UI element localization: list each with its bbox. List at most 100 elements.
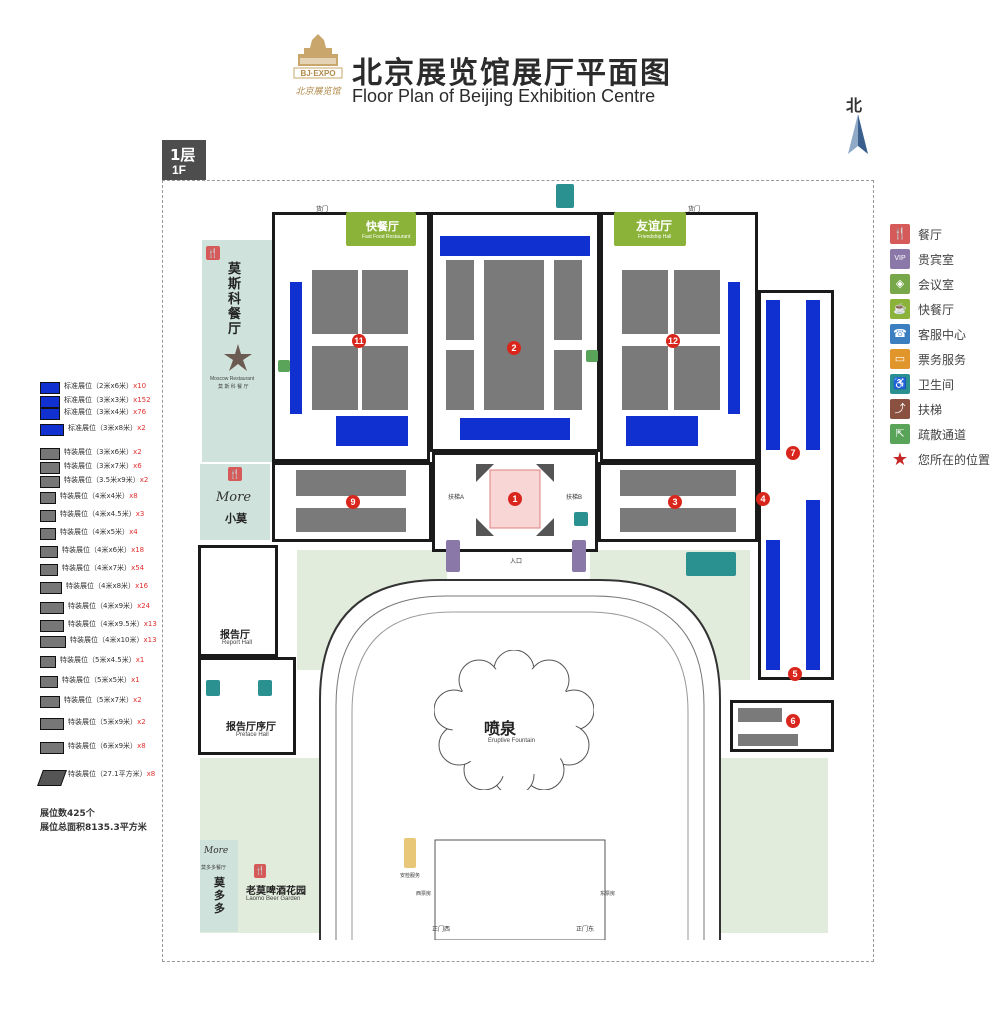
fast-food-label: 快餐厅 [366,220,399,233]
booth-block[interactable] [446,260,474,340]
vip-icon: VIP [890,249,910,269]
hall-3-number: 3 [668,495,682,509]
booth-type: 特装展位（6米x9米） [68,742,138,750]
booth-type: 特装展位（4米x5米） [60,528,130,536]
booth-block[interactable] [290,282,302,414]
booth-block[interactable] [766,540,780,670]
moduoduo-restaurant[interactable] [200,840,238,932]
preface-hall[interactable] [198,657,296,755]
booth-swatch [40,676,58,688]
booth-count: x16 [135,582,149,590]
booth-block[interactable] [440,236,590,256]
booth-legend-label: 特装展位（4米x10米）x13 [70,635,157,645]
booth-count: x76 [133,408,147,416]
booth-block[interactable] [622,270,668,334]
booth-block[interactable] [484,260,544,410]
booth-legend-label: 特装展位（3米x7米）x6 [64,461,142,471]
booth-block[interactable] [620,470,736,496]
booth-block[interactable] [362,346,408,410]
booth-count: x3 [135,510,145,518]
north-label: 北 [846,96,863,115]
booth-type: 特装展位（4米x8米） [66,582,136,590]
report-hall[interactable] [198,545,278,657]
booth-legend-label: 特装展位（3米x6米）x2 [64,447,142,457]
booth-count: x13 [143,620,157,628]
booth-legend-label: 特装展位（5米x4.5米）x1 [60,655,144,665]
booth-block[interactable] [626,416,698,446]
hall-1-number: 1 [508,492,522,506]
xiaomo-restaurant-icon: 🍴 [228,467,242,481]
booth-count: x1 [135,656,145,664]
side-gate-east: 货门 [688,207,701,213]
main-gate-west: 正门西 [432,927,451,933]
booth-block[interactable] [674,346,720,410]
beer-garden-label-en: Laomo Beer Garden [246,896,301,902]
bj-expo-logo: BJ·EXPO 北京展览馆 [293,34,343,97]
booth-block[interactable] [296,508,406,532]
report-hall-label-en: Report Hall [222,640,253,646]
moduoduo-sub: 莫多多餐厅 [201,865,227,871]
you-are-here-icon: ★ [891,449,909,469]
booth-swatch [40,396,60,408]
emergency-exit-icon: ⇱ [890,424,910,444]
beer-garden-icon: 🍴 [254,864,266,878]
vip-room-west[interactable] [446,540,460,572]
booth-block[interactable] [766,300,780,450]
booth-count: x1 [131,676,140,684]
vip-room-east[interactable] [572,540,586,572]
floor-label-cn: 1层 [170,146,196,164]
svg-text:BJ·EXPO: BJ·EXPO [300,69,335,78]
fast-food-sign [346,212,416,246]
booth-block[interactable] [362,270,408,334]
booth-type: 特装展位（4米x9米） [68,602,138,610]
booth-block[interactable] [806,500,820,670]
west-ticket-label: 西票房 [416,891,432,897]
booth-type: 特装展位（5米x4.5米） [60,656,136,664]
booth-count: x8 [146,770,156,778]
moduoduo-label: 莫多多 [214,876,225,915]
booth-block[interactable] [460,418,570,440]
booth-block[interactable] [728,282,740,414]
booth-block[interactable] [312,270,358,334]
booth-block[interactable] [296,470,406,496]
beer-garden-label: 老莫啤酒花园 [246,886,306,897]
plan-frame [162,180,874,962]
booth-swatch [40,476,60,488]
preface-hall-label-en: Preface Hall [236,732,269,738]
booth-count: x18 [131,546,145,554]
hall-12-number: 12 [666,334,680,348]
booth-block[interactable] [806,300,820,450]
booth-block[interactable] [738,734,798,746]
booth-type: 特装展位（27.1平方米） [68,770,147,778]
booth-count: x2 [137,718,146,726]
moscow-restaurant-cn-small: 莫 斯 科 餐 厅 [218,384,249,390]
booth-block[interactable] [446,350,474,410]
booth-block[interactable] [620,508,736,532]
booth-block[interactable] [336,416,408,446]
moscow-restaurant-en: Moscow Restaurant [210,376,255,382]
booth-type: 特装展位（4米x4.5米） [60,510,136,518]
booth-block[interactable] [554,350,582,410]
booth-type: 特装展位（4米x7米） [62,564,132,572]
svg-text:北京展览馆: 北京展览馆 [295,86,342,97]
booth-swatch [40,636,66,648]
restroom-icon: ♿ [890,374,910,394]
booth-area-summary: 展位总面积8135.3平方米 [40,823,147,833]
booth-block[interactable] [554,260,582,340]
booth-block[interactable] [622,346,668,410]
booth-legend-label: 标准展位（2米x6米）x10 [64,381,146,391]
booth-legend-label: 特装展位（5米x5米）x1 [62,675,140,685]
booth-legend-label: 特装展位（27.1平方米）x8 [68,769,155,779]
booth-swatch [40,408,60,420]
booth-block[interactable] [674,270,720,334]
moscow-restaurant-label: 莫斯科餐厅 [228,262,242,337]
page-title-cn: 北京展览馆展厅平面图 [352,56,672,91]
booth-swatch [40,696,60,708]
booth-swatch [40,462,60,474]
booth-legend-label: 特装展位（4米x9.5米）x13 [68,619,157,629]
booth-block[interactable] [738,708,782,722]
booth-block[interactable] [312,346,358,410]
booth-type: 特装展位（4米x10米） [70,636,144,644]
booth-swatch [40,620,64,632]
hall-1[interactable] [432,452,598,552]
